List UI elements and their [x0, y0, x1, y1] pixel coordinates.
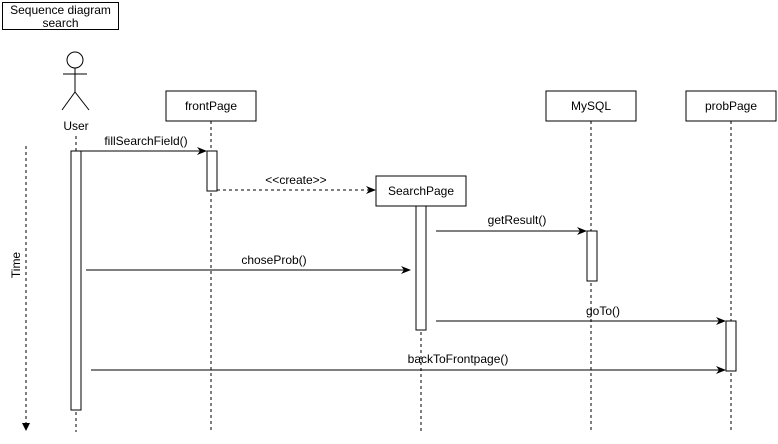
actor-user: [61, 51, 90, 111]
activation-user: [70, 150, 82, 411]
activation-probpage: [725, 320, 737, 372]
participant-probpage-label: probPage: [705, 99, 757, 113]
message-backtofrontpage-label: backToFrontpage(): [408, 352, 509, 366]
activation-frontpage: [206, 150, 218, 192]
time-axis-arrowhead: [22, 423, 30, 431]
participant-searchpage-label: SearchPage: [388, 184, 454, 198]
participant-frontpage-label: frontPage: [185, 99, 237, 113]
activation-mysql: [586, 230, 598, 282]
message-getresult-label: getResult(): [488, 213, 547, 227]
participant-probpage: [685, 90, 777, 122]
activation-searchpage: [415, 205, 427, 331]
actor-user-label: User: [63, 119, 88, 133]
message-create-label: <<create>>: [265, 173, 326, 187]
message-fillsearchfield-label: fillSearchField(): [104, 134, 187, 148]
time-axis-label: Time: [9, 252, 23, 279]
participant-searchpage: [375, 175, 467, 207]
message-goto-label: goTo(): [586, 304, 620, 318]
participant-mysql-label: MySQL: [571, 99, 611, 113]
participant-mysql: [545, 90, 637, 122]
diagram-title: Sequence diagram search: [2, 2, 119, 30]
message-choseprob-label: choseProb(): [241, 253, 306, 267]
